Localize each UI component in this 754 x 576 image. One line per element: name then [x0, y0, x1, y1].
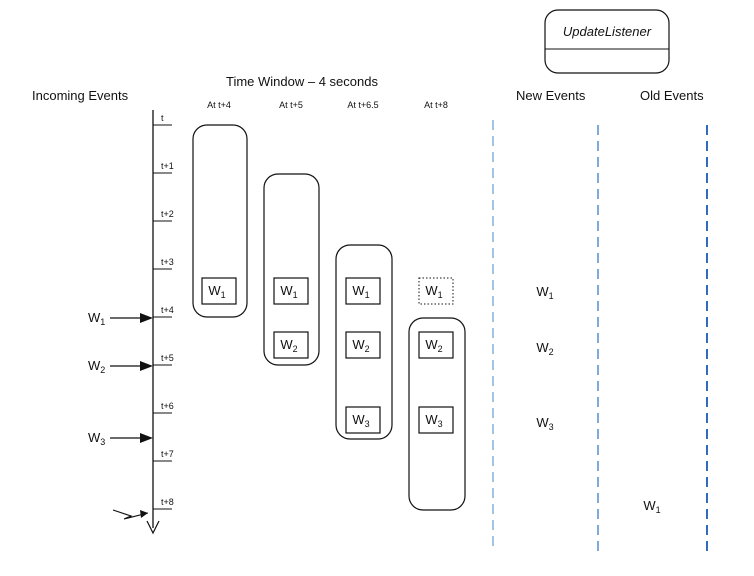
tick-label: t+5	[161, 353, 174, 363]
incoming-arrowhead	[140, 361, 153, 371]
event-box	[201, 277, 237, 305]
lightning-arrowhead	[140, 510, 148, 518]
tick-label: t+4	[161, 305, 174, 315]
event-label: W1	[208, 283, 225, 300]
event-label: W3	[425, 412, 442, 429]
expired-event-box	[418, 277, 454, 305]
update-listener-box: UpdateListener	[544, 9, 670, 74]
old-events-column: W1	[643, 498, 660, 515]
old-event-label: W1	[643, 498, 660, 515]
incoming-arrowhead	[140, 313, 153, 323]
event-box	[418, 406, 454, 434]
tick-label: t+6	[161, 401, 174, 411]
timeline-ticks: t t+1 t+2 t+3 t+4 t+5 t+6 t+7 t+8	[153, 113, 174, 510]
new-event-label: W2	[536, 340, 553, 357]
incoming-event-label: W2	[88, 358, 105, 375]
event-label: W1	[425, 283, 442, 300]
event-label: W1	[352, 283, 369, 300]
tick-label: t+7	[161, 449, 174, 459]
snapshot-label: At t+4	[207, 100, 231, 110]
snapshot-label: At t+8	[424, 100, 448, 110]
incoming-event-label: W3	[88, 430, 105, 447]
tick-label: t	[161, 113, 164, 123]
snapshot-1: At t+4W1	[192, 100, 248, 318]
incoming-arrowhead	[140, 433, 153, 443]
event-label: W2	[425, 337, 442, 354]
event-label: W2	[280, 337, 297, 354]
timeline-axis	[146, 110, 160, 535]
new-events-header: New Events	[516, 88, 586, 103]
event-box	[345, 406, 381, 434]
event-label: W2	[352, 337, 369, 354]
window-frame	[263, 173, 320, 366]
incoming-event-label: W1	[88, 310, 105, 327]
event-box	[345, 331, 381, 359]
event-label: W3	[352, 412, 369, 429]
time-window-header: Time Window – 4 seconds	[226, 74, 378, 89]
snapshot-label: At t+5	[279, 100, 303, 110]
event-label: W1	[280, 283, 297, 300]
tick-label: t+3	[161, 257, 174, 267]
update-listener-title: UpdateListener	[563, 24, 652, 39]
window-frame	[192, 124, 248, 318]
incoming-events-header: Incoming Events	[32, 88, 129, 103]
event-box	[418, 331, 454, 359]
old-events-header: Old Events	[640, 88, 704, 103]
event-box	[273, 277, 309, 305]
event-box	[273, 331, 309, 359]
snapshot-label: At t+6.5	[347, 100, 378, 110]
new-event-label: W1	[536, 284, 553, 301]
lightning-icon	[112, 509, 149, 520]
new-event-label: W3	[536, 415, 553, 432]
tick-label: t+1	[161, 161, 174, 171]
event-box	[345, 277, 381, 305]
tick-label: t+2	[161, 209, 174, 219]
tick-label: t+8	[161, 497, 174, 507]
